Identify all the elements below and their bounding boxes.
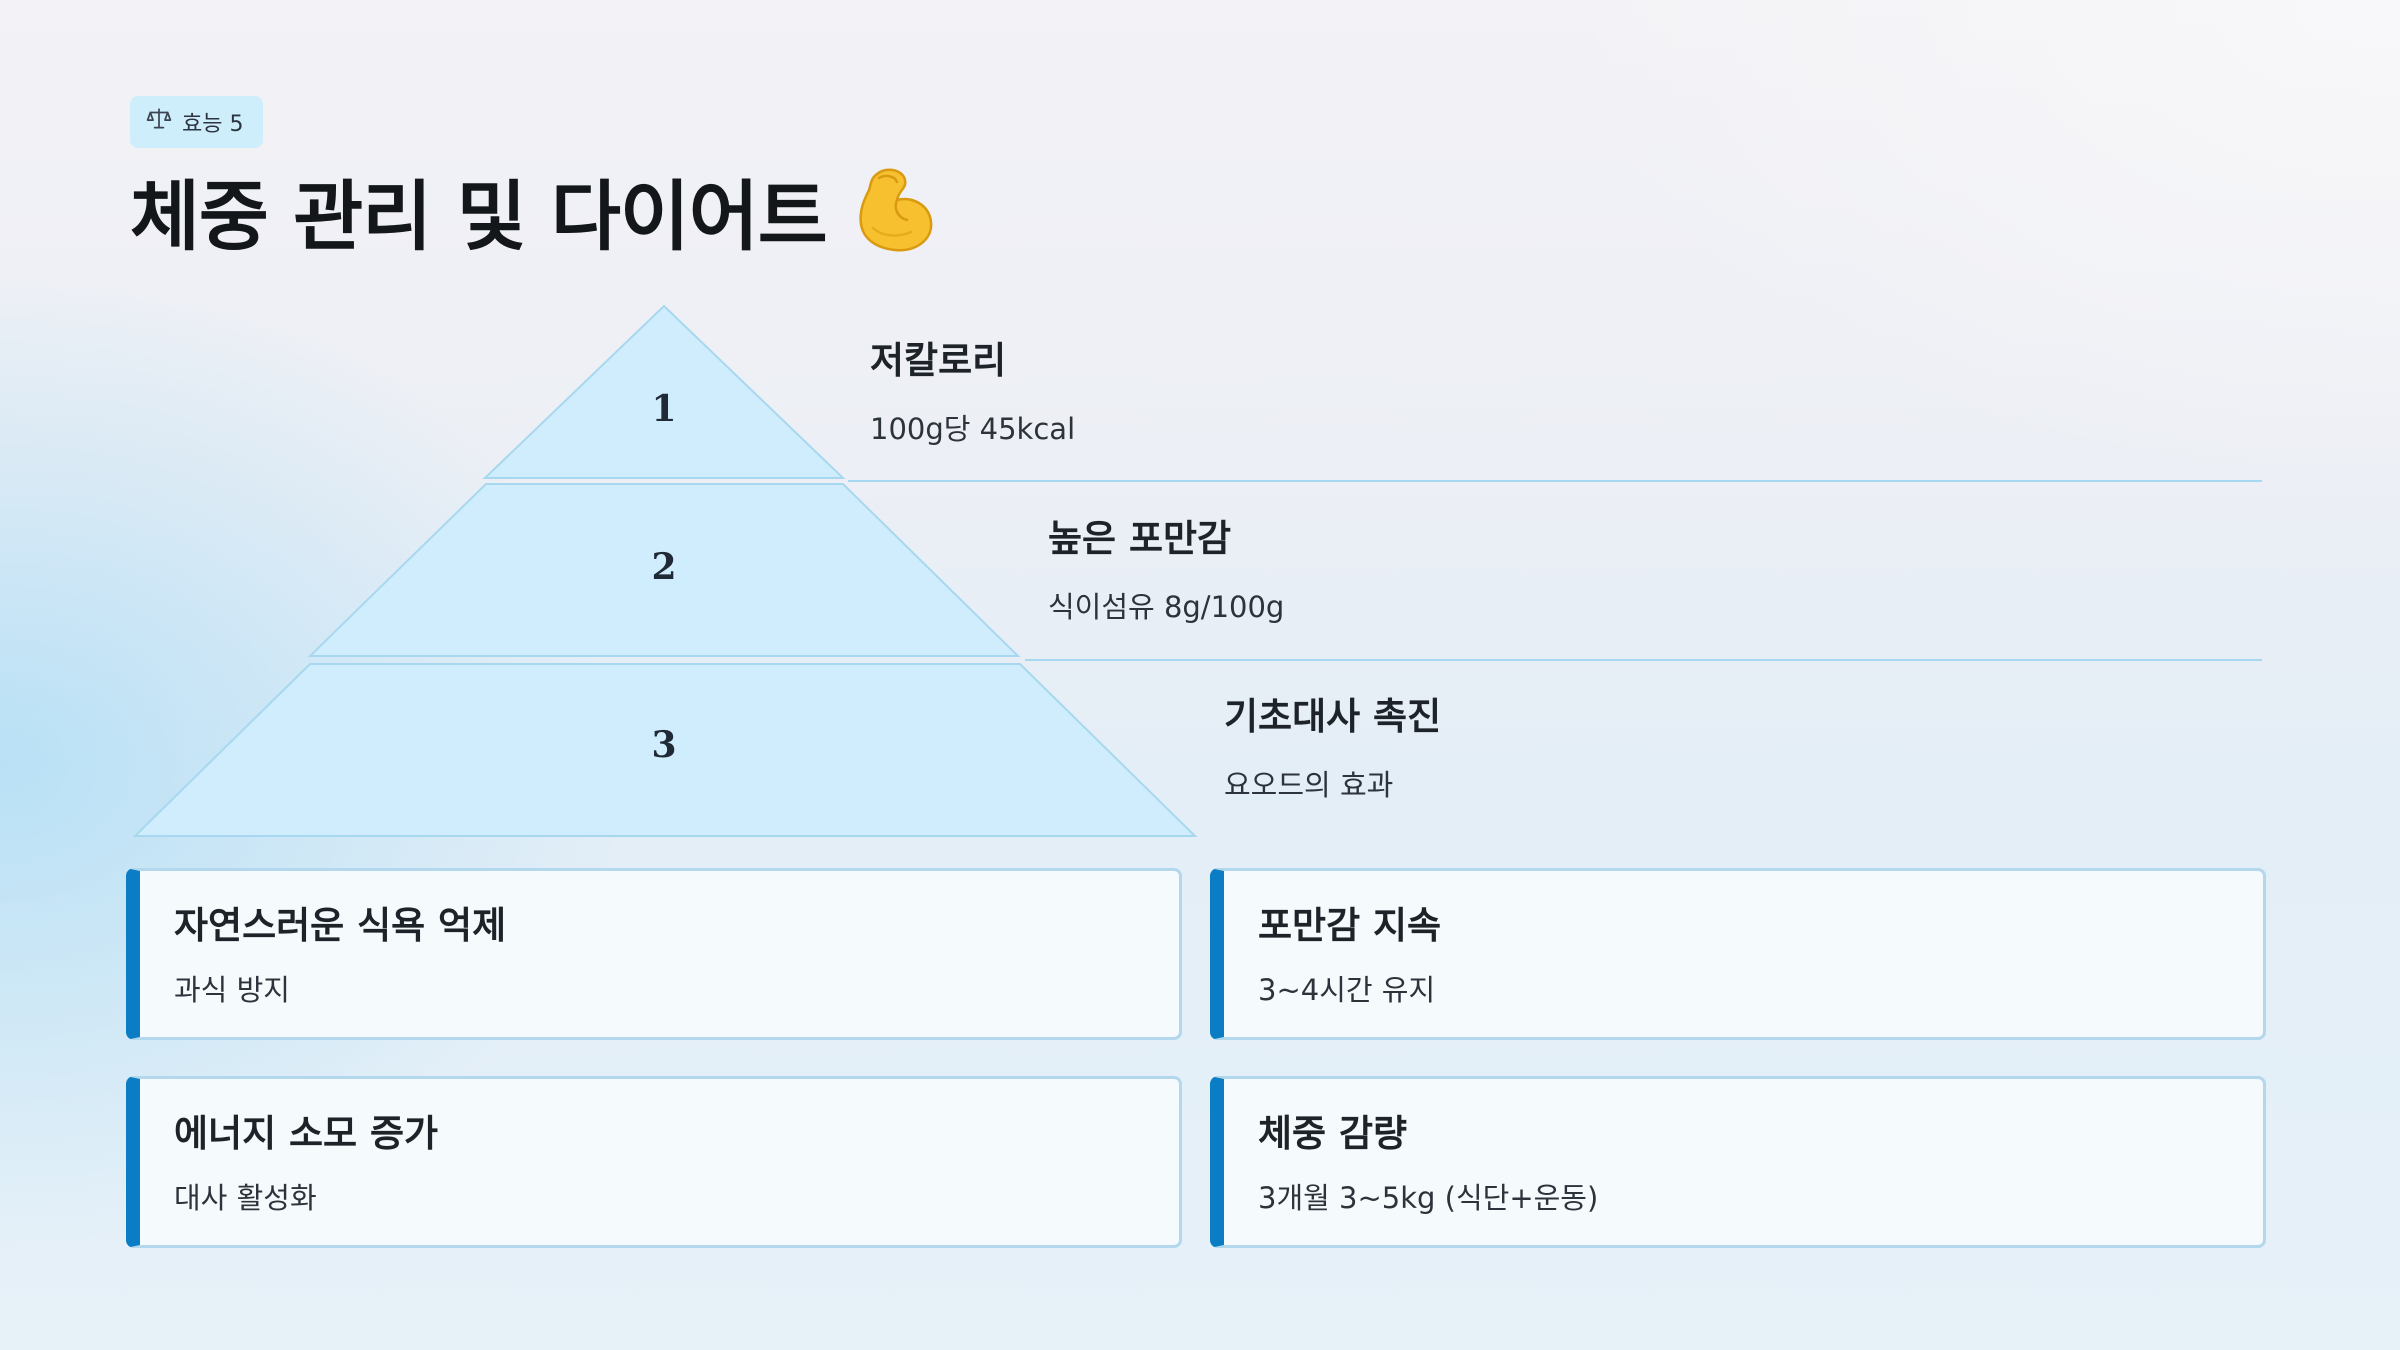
level-title-2: 높은 포만감 <box>1048 517 1232 560</box>
tag-label: 효능 5 <box>182 112 244 137</box>
level-desc-1: 100g당 45kcal <box>870 412 1076 446</box>
level-number-1: 1 <box>651 388 677 430</box>
card-desc: 3~4시간 유지 <box>1258 973 1436 1007</box>
benefit-card: 체중 감량 3개월 3~5kg (식단+운동) <box>1210 1076 2266 1248</box>
page-title: 체중 관리 및 다이어트 <box>130 150 937 270</box>
card-title: 자연스러운 식욕 억제 <box>174 904 507 947</box>
category-tag: 효능 5 <box>130 96 264 148</box>
card-title: 에너지 소모 증가 <box>174 1112 439 1155</box>
benefit-card: 포만감 지속 3~4시간 유지 <box>1210 868 2266 1040</box>
balance-scale-icon <box>146 106 172 138</box>
card-title: 체중 감량 <box>1258 1112 1408 1155</box>
card-desc: 과식 방지 <box>174 973 290 1007</box>
card-desc: 3개월 3~5kg (식단+운동) <box>1258 1181 1599 1215</box>
level-title-3: 기초대사 촉진 <box>1224 695 1442 738</box>
card-title: 포만감 지속 <box>1258 904 1442 947</box>
page-title-text: 체중 관리 및 다이어트 <box>130 172 828 261</box>
level-title-1: 저칼로리 <box>870 339 1007 382</box>
benefit-card: 자연스러운 식욕 억제 과식 방지 <box>126 868 1182 1040</box>
benefit-card: 에너지 소모 증가 대사 활성화 <box>126 1076 1182 1248</box>
level-number-3: 3 <box>651 724 677 766</box>
flexed-biceps-icon <box>853 164 937 256</box>
level-desc-2: 식이섬유 8g/100g <box>1048 590 1285 624</box>
card-desc: 대사 활성화 <box>174 1181 317 1215</box>
level-desc-3: 요오드의 효과 <box>1224 768 1394 802</box>
level-number-2: 2 <box>651 546 677 588</box>
